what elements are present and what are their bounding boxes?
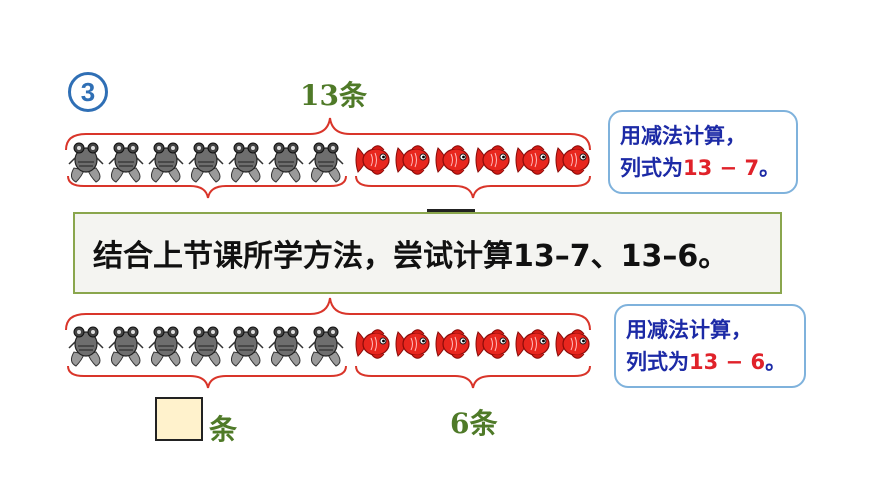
top-red-fish-icon xyxy=(554,138,594,184)
bottom-note-line1: 用减法计算， xyxy=(626,318,752,342)
bottom-red-fish-icon xyxy=(434,322,474,368)
bottom-gray-fish-icon xyxy=(306,322,346,368)
bottom-red-fish-icon xyxy=(354,322,394,368)
bottom-note-line2: 列式为13 − 6。 xyxy=(626,346,794,378)
top-gray-fish-icon xyxy=(146,138,186,184)
bottom-note-expression: 13 − 6 xyxy=(689,350,766,374)
top-note-line1: 用减法计算， xyxy=(620,124,746,148)
bottom-note-suffix: 。 xyxy=(765,350,787,374)
top-red-fish-icon xyxy=(394,138,434,184)
top-gray-fish-icon xyxy=(306,138,346,184)
bottom-red-count-label: 6条 xyxy=(450,407,498,440)
bottom-gray-fish-icon xyxy=(186,322,226,368)
top-red-fish-icon xyxy=(434,138,474,184)
top-note-box: 用减法计算， 列式为13 − 7。 xyxy=(608,110,798,194)
bottom-gray-fish-icon xyxy=(66,322,106,368)
bottom-note-box: 用减法计算， 列式为13 − 6。 xyxy=(614,304,806,388)
top-gray-fish-icon xyxy=(226,138,266,184)
bottom-fish-row xyxy=(66,322,596,368)
problem-number-badge: 3 xyxy=(68,72,108,112)
top-gray-fish-icon xyxy=(106,138,146,184)
top-note-prefix: 列式为 xyxy=(620,156,683,180)
bottom-note-prefix: 列式为 xyxy=(626,350,689,374)
top-note-expression: 13 − 7 xyxy=(683,156,760,180)
instruction-banner: 结合上节课所学方法，尝试计算13–7、13–6。 xyxy=(73,212,782,294)
bottom-red-fish-icon xyxy=(474,322,514,368)
bottom-red-fish-icon xyxy=(554,322,594,368)
top-gray-fish-icon xyxy=(266,138,306,184)
answer-blank-box[interactable] xyxy=(155,397,203,441)
bottom-gray-fish-icon xyxy=(146,322,186,368)
banner-stub xyxy=(427,209,475,214)
bottom-red-fish-icon xyxy=(394,322,434,368)
bottom-gray-fish-icon xyxy=(266,322,306,368)
top-total-label: 13条 xyxy=(300,79,367,112)
top-gray-fish-icon xyxy=(186,138,226,184)
top-gray-fish-icon xyxy=(66,138,106,184)
instruction-text: 结合上节课所学方法，尝试计算13–7、13–6。 xyxy=(93,239,729,274)
bottom-red-fish-icon xyxy=(514,322,554,368)
bottom-gray-fish-icon xyxy=(106,322,146,368)
top-red-fish-icon xyxy=(354,138,394,184)
top-note-suffix: 。 xyxy=(759,156,781,180)
top-red-fish-icon xyxy=(474,138,514,184)
bottom-gray-fish-icon xyxy=(226,322,266,368)
top-note-line2: 列式为13 − 7。 xyxy=(620,152,786,184)
blank-unit-label: 条 xyxy=(209,413,238,446)
top-fish-row xyxy=(66,138,596,184)
top-red-fish-icon xyxy=(514,138,554,184)
